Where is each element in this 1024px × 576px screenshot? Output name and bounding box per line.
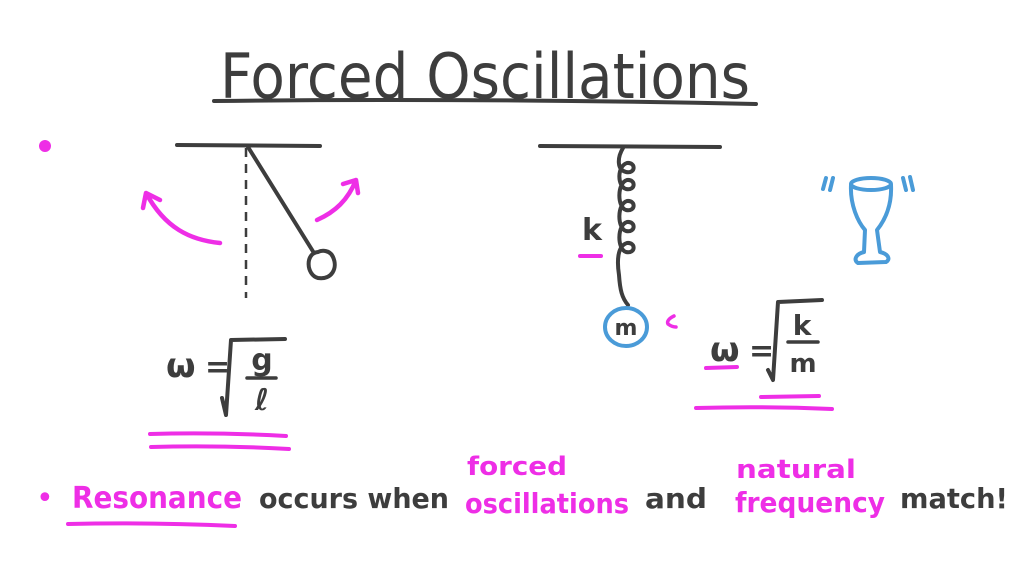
word-match: match! bbox=[900, 482, 1008, 515]
bullet-dot-pendulum bbox=[39, 140, 51, 152]
spring-constant-k: k bbox=[582, 213, 603, 248]
spring-mass-diagram: k m bbox=[538, 144, 722, 348]
pendulum-string bbox=[246, 145, 316, 255]
pendulum-sqrt-sign bbox=[220, 337, 287, 417]
resonance-statement: • Resonance occurs when forced oscillati… bbox=[36, 452, 1008, 528]
resonance-underline bbox=[66, 521, 237, 528]
spring-fraction-underline bbox=[759, 394, 821, 399]
swing-arrow-right-icon bbox=[314, 177, 361, 223]
spring-omega: ω bbox=[710, 330, 740, 370]
pendulum-bob bbox=[306, 248, 337, 281]
word-frequency: frequency bbox=[735, 486, 885, 519]
spring-formula: ω = k m bbox=[694, 298, 834, 411]
mass-label-m: m bbox=[615, 316, 638, 341]
spring-coil bbox=[616, 146, 636, 307]
spring-sqrt-sign bbox=[766, 298, 824, 382]
pendulum-formula-underline-2 bbox=[149, 444, 291, 451]
bullet-resonance: • bbox=[36, 481, 54, 516]
mass-tick-mark bbox=[665, 314, 678, 329]
spring-equals: = bbox=[749, 334, 774, 369]
pendulum-omega: ω bbox=[166, 346, 196, 386]
swing-arrow-left-icon bbox=[140, 190, 223, 246]
pendulum-denominator-l: ℓ bbox=[254, 383, 269, 418]
word-natural: natural bbox=[736, 455, 856, 485]
spring-formula-underline bbox=[694, 405, 834, 411]
word-resonance: Resonance bbox=[72, 481, 242, 516]
pendulum-formula-underline-1 bbox=[148, 431, 288, 438]
spring-denominator-m: m bbox=[789, 349, 816, 379]
title-underline bbox=[212, 98, 758, 106]
word-forced: forced bbox=[467, 452, 567, 482]
mass-circle bbox=[603, 306, 649, 348]
glass-vibration-left-icon bbox=[821, 176, 835, 192]
wine-glass-icon bbox=[821, 175, 915, 265]
word-oscillations: oscillations bbox=[465, 487, 629, 520]
glass-rim bbox=[849, 176, 893, 192]
pendulum-numerator-g: g bbox=[251, 343, 272, 378]
pendulum-diagram bbox=[140, 143, 361, 298]
glass-vibration-right-icon bbox=[901, 175, 915, 192]
phrase-occurs-when: occurs when bbox=[259, 482, 449, 515]
word-and: and bbox=[645, 482, 707, 515]
pendulum-formula: ω = g ℓ bbox=[148, 337, 291, 451]
spring-ceiling bbox=[538, 144, 722, 149]
spring-numerator-k: k bbox=[793, 309, 813, 342]
title-block: Forced Oscillations bbox=[212, 40, 758, 113]
pendulum-equals: = bbox=[205, 350, 230, 385]
spring-omega-underline bbox=[704, 365, 739, 370]
glass-body bbox=[848, 183, 894, 265]
